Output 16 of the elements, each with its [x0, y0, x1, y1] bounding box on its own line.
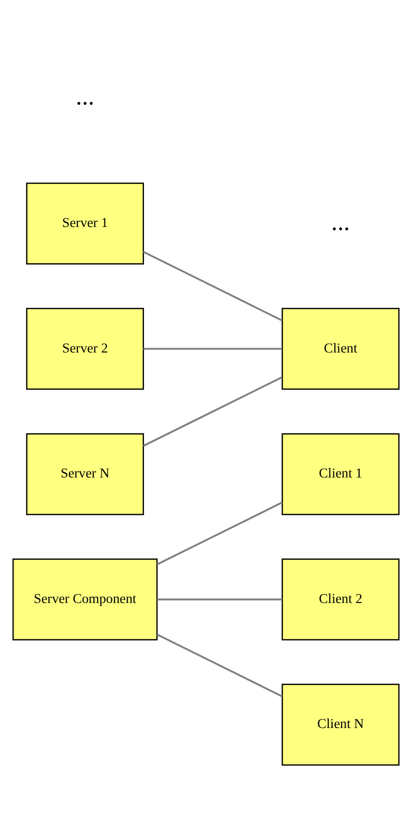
- node-box: Client 2: [282, 558, 400, 640]
- node-box: Server 2: [26, 308, 144, 390]
- connector: [143, 348, 282, 350]
- connector: [156, 502, 283, 566]
- node-box: Server Component: [12, 558, 158, 640]
- label: ...: [331, 208, 350, 236]
- node-box: Client N: [282, 684, 400, 766]
- connector: [143, 251, 282, 322]
- node-box: Server N: [26, 433, 144, 516]
- label: ...: [76, 83, 94, 110]
- node-box: Client 1: [282, 433, 400, 516]
- connector: [143, 376, 282, 447]
- connector: [157, 598, 282, 600]
- node-box: Server 1: [26, 182, 144, 264]
- node-box: Client: [282, 308, 400, 390]
- connector: [156, 634, 283, 698]
